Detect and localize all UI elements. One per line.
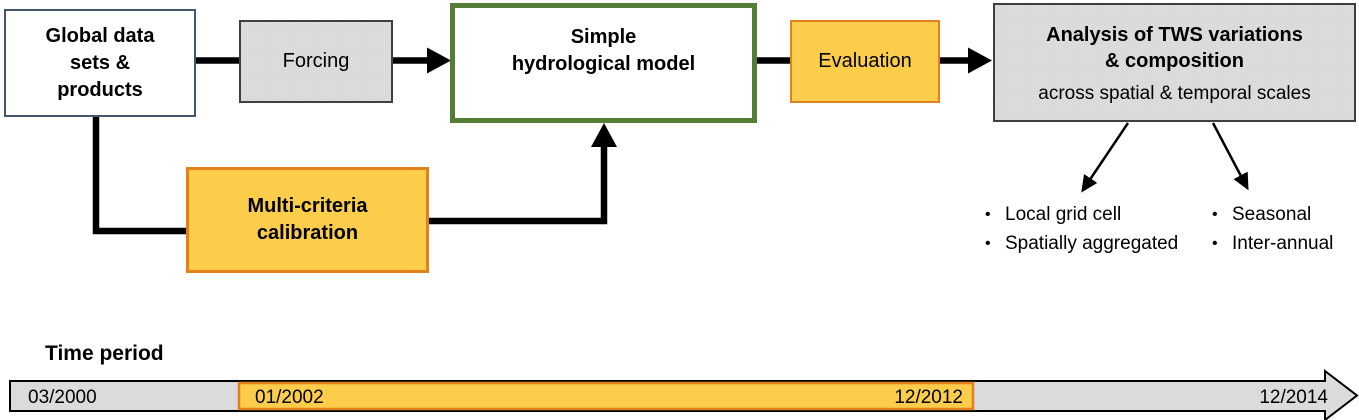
hydrological-model-box: Simple hydrological model (450, 3, 757, 123)
model-label: Simple hydrological model (511, 26, 696, 75)
temporal-scale-list: • Seasonal • Inter-annual (1212, 200, 1333, 258)
bullet-icon: • (1212, 206, 1218, 223)
list-item: • Seasonal (1212, 200, 1333, 229)
list-item: • Spatially aggregated (985, 229, 1178, 258)
forcing-box: Forcing (239, 20, 393, 103)
global-data-label: Global data sets & products (45, 24, 155, 101)
list-item-label: Inter-annual (1232, 233, 1334, 254)
bullet-icon: • (985, 206, 991, 223)
timeline-highlight-start-label: 01/2002 (255, 387, 324, 408)
calibration-label: Multi-criteria calibration (247, 195, 368, 244)
timeline-title: Time period (45, 342, 164, 365)
arrow-calibration-to-model (428, 123, 617, 225)
evaluation-label: Evaluation (818, 50, 912, 72)
evaluation-box: Evaluation (790, 20, 940, 103)
list-item: • Local grid cell (985, 200, 1178, 229)
timeline-end-label: 12/2014 (1259, 387, 1328, 408)
timeline-highlight-segment (237, 381, 975, 411)
connector-globaldata-to-calibration (92, 116, 187, 235)
list-item: • Inter-annual (1212, 229, 1333, 258)
analysis-box: Analysis of TWS variations & composition… (993, 3, 1356, 122)
arrow-analysis-to-temporal-list (1211, 122, 1249, 191)
bullet-icon: • (985, 235, 991, 252)
arrow-analysis-to-spatial-list (1081, 122, 1130, 193)
list-item-label: Spatially aggregated (1005, 233, 1179, 254)
forcing-label: Forcing (282, 50, 350, 72)
list-item-label: Local grid cell (1005, 204, 1122, 225)
analysis-subtitle: across spatial & temporal scales (1038, 83, 1311, 104)
list-item-label: Seasonal (1232, 204, 1312, 225)
global-data-box: Global data sets & products (4, 9, 196, 117)
bullet-icon: • (1212, 235, 1218, 252)
spatial-scale-list: • Local grid cell • Spatially aggregated (985, 200, 1178, 258)
calibration-box: Multi-criteria calibration (186, 167, 429, 273)
analysis-title: Analysis of TWS variations & composition (1046, 24, 1303, 72)
timeline-start-label: 03/2000 (28, 387, 97, 408)
timeline-highlight-end-label: 12/2012 (894, 387, 963, 408)
